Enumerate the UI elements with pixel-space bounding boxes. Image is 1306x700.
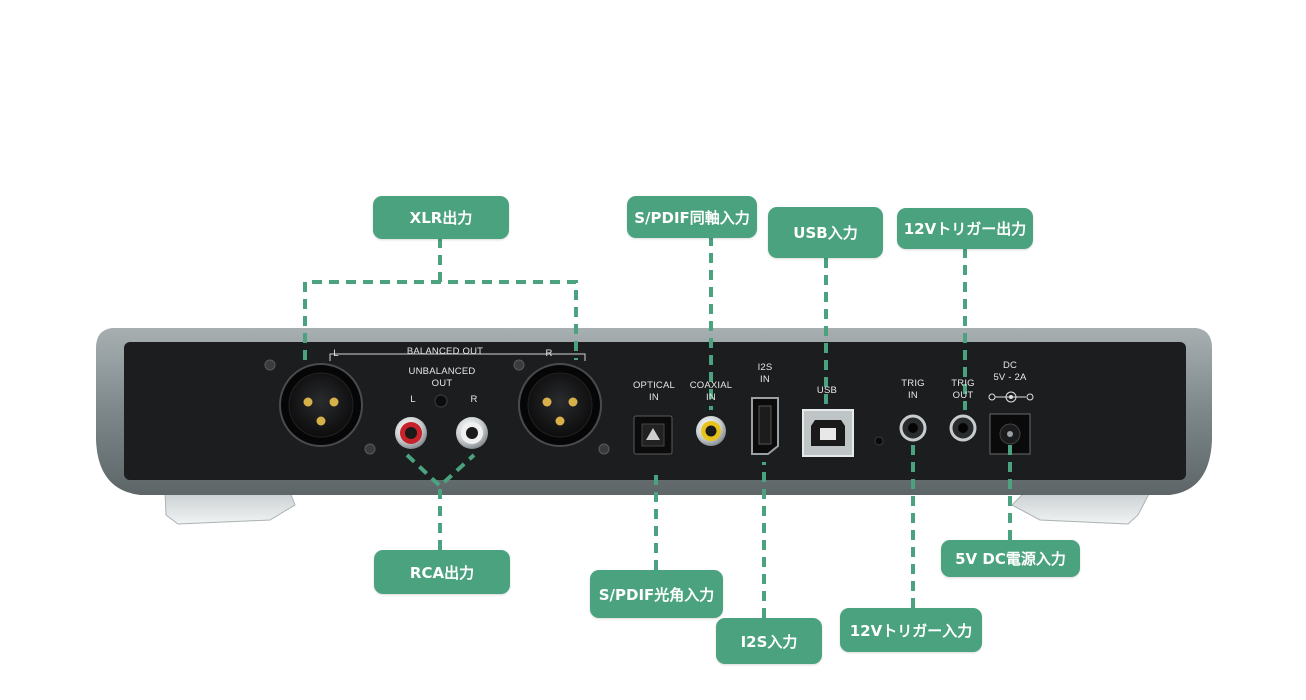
label-balanced-r: R (545, 348, 553, 359)
xlr-left-connector (264, 359, 376, 455)
callout-spdif-coaxial-input: S/PDIF同軸入力 (627, 196, 757, 238)
balanced-out-bracket (329, 353, 586, 361)
callout-trigger-output: 12Vトリガー出力 (897, 208, 1033, 249)
label-trig-in-line2: IN (908, 390, 918, 401)
i2s-hdmi-port (751, 397, 779, 455)
label-unbalanced-out: UNBALANCED OUT (400, 366, 484, 390)
label-optical-in: OPTICAL IN (626, 380, 682, 404)
label-optical-line1: OPTICAL (632, 380, 676, 391)
label-trig-out: TRIG OUT (945, 378, 981, 402)
trigger-in-jack (899, 414, 927, 442)
usb-b-port (802, 409, 854, 457)
trigger-out-jack (949, 414, 977, 442)
label-i2s-in: I2S IN (750, 362, 780, 386)
label-dc-line2: 5V - 2A (993, 372, 1027, 383)
label-dc: DC 5V - 2A (985, 360, 1035, 384)
coaxial-input-jack (696, 416, 726, 446)
label-dc-line1: DC (1002, 360, 1018, 371)
rca-right-jack (456, 417, 488, 449)
label-usb: USB (816, 385, 838, 396)
leader-line-xlr (303, 238, 578, 360)
leader-line-rca (405, 453, 476, 550)
callout-trigger-input: 12Vトリガー入力 (840, 608, 982, 652)
callout-usb-input: USB入力 (768, 207, 883, 258)
label-trig-out-line1: TRIG (951, 378, 975, 389)
leader-lines (303, 236, 1012, 618)
callout-spdif-optical-input: S/PDIF光角入力 (590, 570, 723, 618)
label-coaxial-line1: COAXIAL (689, 380, 733, 391)
label-rca-l: L (410, 394, 416, 405)
rear-panel (124, 342, 1186, 480)
label-optical-line2: IN (649, 392, 659, 403)
label-balanced-l: L (333, 348, 339, 359)
callout-xlr-output: XLR出力 (373, 196, 509, 239)
label-trig-out-line2: OUT (952, 390, 974, 401)
label-trig-in-line1: TRIG (901, 378, 925, 389)
rca-left-jack (395, 417, 427, 449)
callout-dc-power-input: 5V DC電源入力 (941, 540, 1080, 577)
dc-polarity-symbol (988, 391, 1034, 403)
label-trig-in: TRIG IN (895, 378, 931, 402)
callout-rca-output: RCA出力 (374, 550, 510, 594)
label-i2s-line1: I2S (757, 362, 773, 373)
label-i2s-line2: IN (760, 374, 770, 385)
optical-input-port (633, 415, 673, 455)
label-coaxial-line2: IN (706, 392, 716, 403)
label-unbalanced-line2: OUT (431, 378, 453, 389)
label-unbalanced-line1: UNBALANCED (408, 366, 476, 377)
label-rca-r: R (470, 394, 478, 405)
label-coaxial-in: COAXIAL IN (682, 380, 740, 404)
callout-i2s-input: I2S入力 (716, 618, 822, 664)
label-balanced-out: BALANCED OUT (406, 346, 484, 357)
xlr-right-connector (513, 359, 610, 455)
